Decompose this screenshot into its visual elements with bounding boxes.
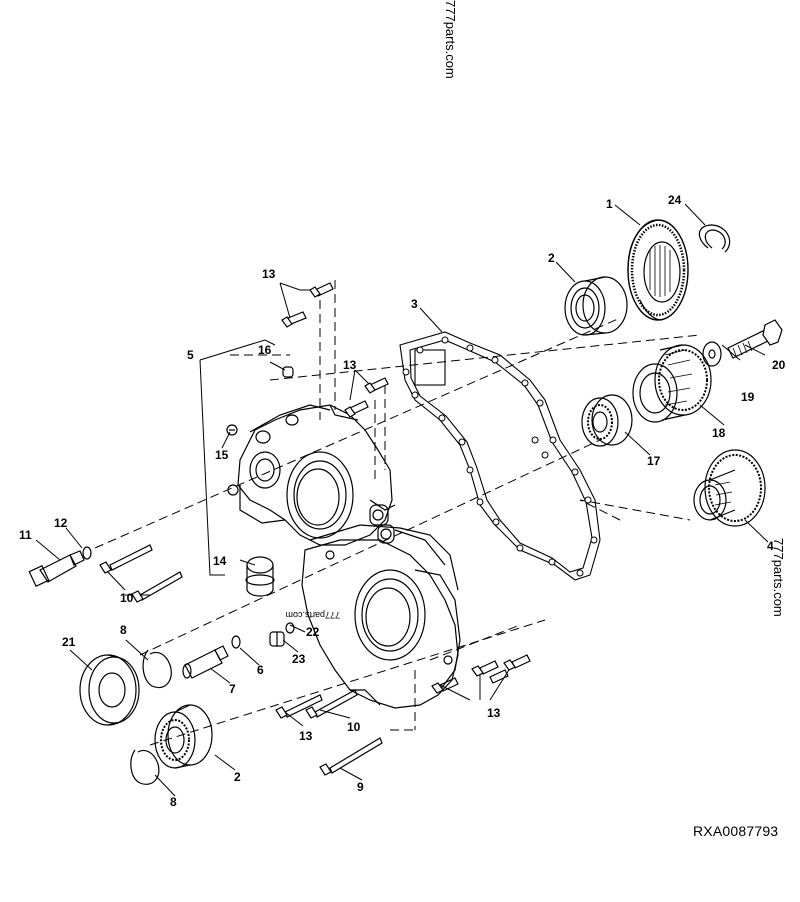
callout-11: 11 (19, 528, 32, 542)
part-3-gasket (399, 331, 601, 581)
callout-19: 19 (741, 390, 755, 404)
callout-10-left: 10 (120, 591, 134, 605)
part-23-plug (269, 631, 285, 647)
part-2-bearing-lower (154, 704, 213, 769)
part-24-snap-ring (698, 224, 731, 253)
part-14-fitting (245, 556, 275, 597)
callout-8-upper: 8 (120, 623, 127, 637)
callout-22: 22 (306, 625, 320, 639)
part-16-pin (282, 366, 294, 378)
part-5-upper-housing (227, 404, 396, 546)
callout-18: 18 (712, 426, 726, 440)
callout-7: 7 (229, 682, 236, 696)
callout-13-right: 13 (487, 706, 501, 720)
assembly-lines (94, 280, 701, 746)
part-19-washer (702, 341, 722, 367)
callout-12: 12 (54, 516, 68, 530)
callout-14: 14 (213, 554, 227, 568)
part-6-o-ring (231, 635, 241, 649)
callout-8-lower: 8 (170, 795, 177, 809)
part-21-seal (79, 654, 140, 726)
part-15-screw (226, 424, 238, 436)
part-11-sensor (28, 550, 85, 588)
callout-3: 3 (411, 297, 418, 311)
callout-20: 20 (772, 358, 786, 372)
part-7-plug (182, 645, 229, 679)
callout-10-lower: 10 (347, 720, 361, 734)
part-1-gear (627, 219, 689, 321)
part-4-gear-hub (693, 449, 766, 527)
callout-15: 15 (215, 448, 229, 462)
part-18-helical-gear (632, 344, 712, 423)
part-2-bearing-upper (564, 276, 628, 336)
callout-24: 24 (668, 193, 682, 207)
watermark-small: 777parts.com (285, 610, 340, 620)
callout-13-lower: 13 (299, 729, 313, 743)
part-10-bolts-upper-left (99, 544, 183, 603)
callout-4: 4 (767, 539, 774, 553)
callout-1: 1 (606, 197, 613, 211)
callout-13-top: 13 (262, 267, 276, 281)
callout-16: 16 (258, 343, 272, 357)
part-8-snap-ring-upper (142, 649, 172, 689)
callout-5: 5 (187, 348, 194, 362)
callout-2-lower: 2 (234, 770, 241, 784)
part-12-o-ring (82, 546, 92, 560)
callout-9: 9 (357, 780, 364, 794)
callout-17: 17 (647, 454, 661, 468)
part-17-bearing (581, 394, 633, 447)
lower-housing (301, 524, 461, 709)
part-13-bolts-upper (281, 282, 389, 418)
figure-reference: RXA0087793 (693, 823, 779, 839)
callout-21: 21 (62, 635, 76, 649)
callout-13-mid: 13 (343, 358, 357, 372)
callout-2-upper: 2 (548, 251, 555, 265)
callout-23: 23 (292, 652, 306, 666)
part-13-9-10-bolts-lower (275, 689, 383, 776)
callout-6: 6 (257, 663, 264, 677)
callout-labels: 1 24 2 3 13 20 5 16 13 19 18 15 17 12 11… (19, 193, 786, 809)
part-22-o-ring (285, 622, 295, 634)
part-20-bolt (727, 319, 783, 359)
part-13-bolts-lower-right (431, 654, 531, 694)
part-8-snap-ring-lower (130, 749, 160, 785)
